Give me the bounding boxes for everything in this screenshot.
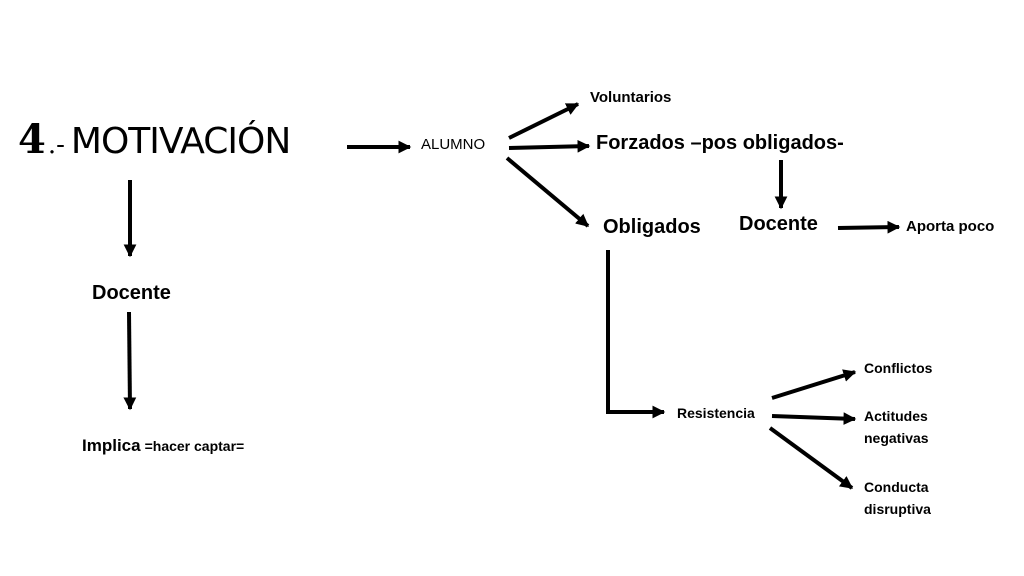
node-aporta-poco: Aporta poco	[906, 218, 995, 235]
node-hacer-captar: =hacer captar=	[144, 438, 245, 454]
arrow-alumno-to-obligados	[505, 156, 590, 228]
node-voluntarios: Voluntarios	[590, 89, 672, 106]
node-actitudes-negativas: Actitudes negativas	[864, 408, 929, 446]
node-conducta-disruptiva: Conducta disruptiva	[864, 479, 931, 517]
node-conflictos: Conflictos	[864, 360, 933, 376]
node-docente-left: Docente	[92, 282, 171, 304]
arrow-obligados-to-resistencia	[606, 250, 666, 419]
title-number: 4	[18, 116, 46, 163]
node-forzados: Forzados –pos obligados-	[596, 132, 844, 154]
node-implica-label: Implica	[82, 436, 141, 455]
node-implica: Implica=hacer captar=	[82, 437, 244, 455]
arrow-docente-to-implica	[123, 311, 137, 411]
node-obligados: Obligados	[603, 216, 701, 238]
arrow-resistencia-to-actitudes	[771, 412, 857, 425]
arrow-alumno-to-forzados	[508, 139, 591, 153]
title-motivacion: MOTIVACIÓN	[70, 121, 291, 162]
node-docente-right: Docente	[739, 213, 818, 235]
arrow-docente-to-aporta-poco	[837, 220, 901, 234]
arrow-alumno-to-voluntarios	[508, 102, 580, 140]
arrow-resistencia-to-conducta	[768, 426, 854, 490]
diagram-title: 4.-MOTIVACIÓN	[18, 120, 291, 162]
title-separator: .-	[47, 130, 65, 160]
arrow-resistencia-to-conflictos	[771, 369, 857, 400]
node-resistencia: Resistencia	[677, 405, 755, 421]
node-alumno: ALUMNO	[421, 136, 486, 153]
